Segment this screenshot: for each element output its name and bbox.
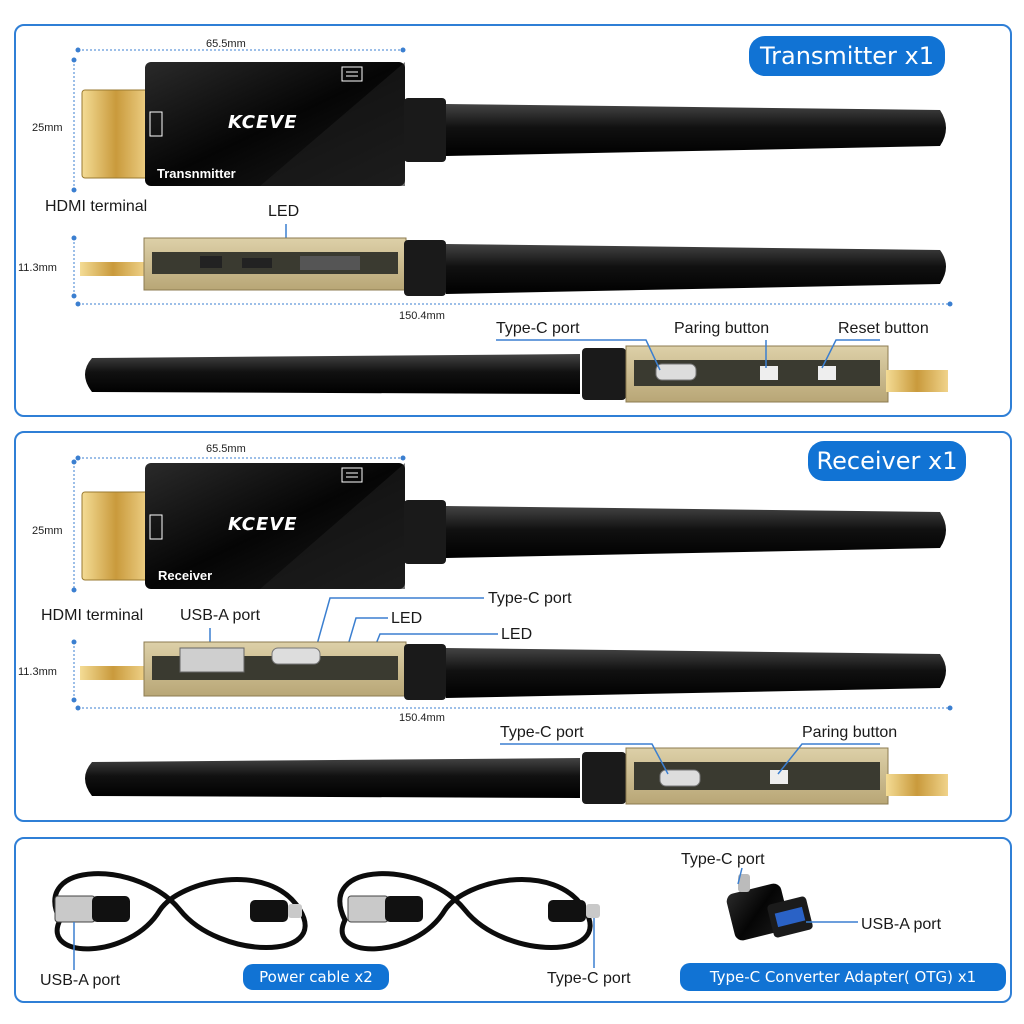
receiver-device-label: Receiver xyxy=(158,568,213,583)
transmitter-side-view xyxy=(80,224,946,296)
transmitter-typec-label: Type-C port xyxy=(496,320,580,337)
power-cable-badge: Power cable x2 xyxy=(243,964,389,990)
transmitter-height-dim: 25mm xyxy=(32,122,63,134)
transmitter-device-label: Transnmitter xyxy=(157,166,236,181)
receiver-brand-logo: KCEVE xyxy=(228,514,298,535)
cable-usba-label: USB-A port xyxy=(40,972,121,989)
otg-adapter-badge: Type-C Converter Adapter( OTG) x1 xyxy=(680,963,1006,991)
receiver-badge: Receiver x1 xyxy=(808,441,966,481)
transmitter-reset-label: Reset button xyxy=(838,320,929,337)
receiver-led2-label: LED xyxy=(501,626,533,643)
cable-typec-label: Type-C port xyxy=(547,970,631,987)
transmitter-bottom-view xyxy=(85,339,948,403)
receiver-hdmi-label: HDMI terminal xyxy=(41,607,144,624)
receiver-led1-label: LED xyxy=(391,610,423,627)
receiver-typec-top-label: Type-C port xyxy=(488,590,572,607)
transmitter-badge: Transmitter x1 xyxy=(749,36,945,76)
receiver-length-dim: 150.4mm xyxy=(399,712,445,724)
transmitter-led-label: LED xyxy=(268,203,300,220)
receiver-usba-label: USB-A port xyxy=(180,607,261,624)
transmitter-pairing-label: Paring button xyxy=(674,320,770,337)
receiver-pairing-label: Paring button xyxy=(802,724,898,741)
transmitter-dimension-lines xyxy=(71,47,953,307)
transmitter-brand-logo: KCEVE xyxy=(228,112,298,133)
receiver-height-dim: 25mm xyxy=(32,525,63,537)
transmitter-hdmi-label: HDMI terminal xyxy=(45,198,148,215)
transmitter-width-dim: 65.5mm xyxy=(206,38,246,50)
adapter-usba-label: USB-A port xyxy=(861,916,942,933)
receiver-thickness-dim: 11.3mm xyxy=(18,666,57,678)
adapter-typec-label: Type-C port xyxy=(681,851,765,868)
transmitter-top-view xyxy=(81,62,946,186)
receiver-width-dim: 65.5mm xyxy=(206,443,246,455)
transmitter-length-dim: 150.4mm xyxy=(399,310,445,322)
transmitter-thickness-dim: 11.3mm xyxy=(18,262,57,274)
receiver-typec-label: Type-C port xyxy=(500,724,584,741)
